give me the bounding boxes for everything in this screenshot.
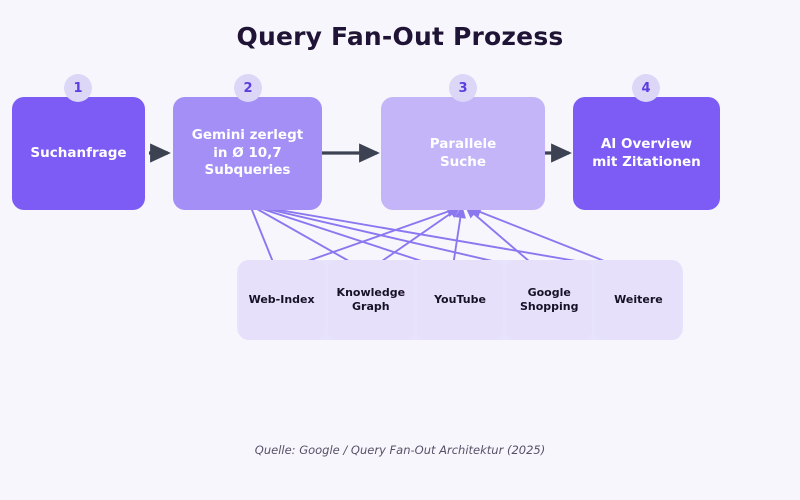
source-label: Google Shopping [519,286,579,313]
source-row: Web-Index Knowledge Graph YouTube Google… [237,260,683,340]
stage-label-3: Parallele Suche [429,135,497,170]
source-label: Knowledge Graph [336,286,406,313]
page-title: Query Fan-Out Prozess [236,22,564,51]
source-card-weitere[interactable]: Weitere [595,260,682,340]
stage-badge-2: 2 [234,74,262,102]
source-card-youtube[interactable]: YouTube [416,260,504,340]
stage-label-2: Gemini zerlegt in Ø 10,7 Subqueries [191,126,304,179]
stage-label-1: Suchanfrage [30,144,127,161]
source-caption: Quelle: Google / Query Fan-Out Architekt… [254,443,546,457]
stage-box-3[interactable]: Parallele Suche [381,97,545,210]
stage-badge-1: 1 [64,74,92,102]
fanin-arrows [287,205,623,269]
stage-badge-4: 4 [632,74,660,102]
stage-badge-3: 3 [449,74,477,102]
stage-box-1[interactable]: Suchanfrage [12,97,145,210]
stage-box-4[interactable]: AI Overview mit Zitationen [573,97,720,210]
source-card-google-shopping[interactable]: Google Shopping [506,260,593,340]
source-label: Weitere [614,293,663,307]
stage-box-2[interactable]: Gemini zerlegt in Ø 10,7 Subqueries [173,97,322,210]
source-card-knowledge-graph[interactable]: Knowledge Graph [327,260,414,340]
source-card-web-index[interactable]: Web-Index [238,260,325,340]
source-label: Web-Index [248,293,315,307]
stage-label-4: AI Overview mit Zitationen [592,135,701,170]
source-label: YouTube [434,293,486,307]
